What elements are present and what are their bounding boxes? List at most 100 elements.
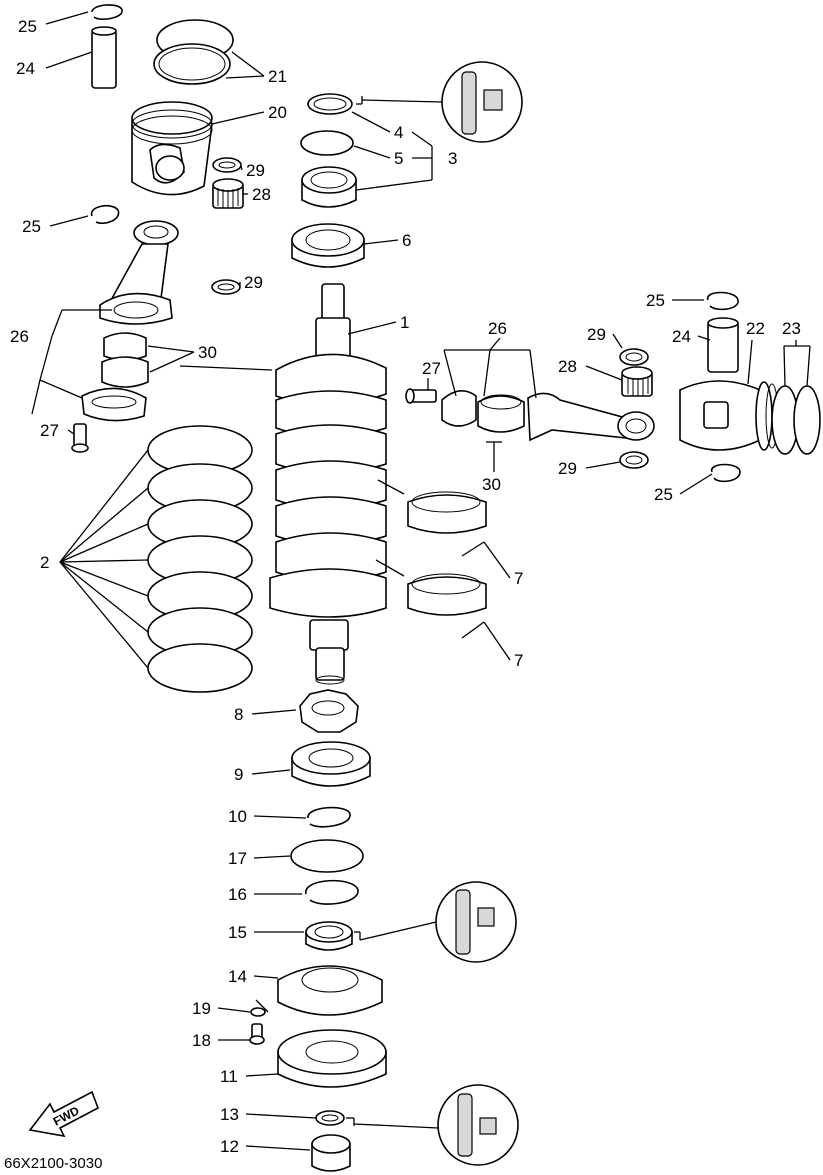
- bearing-7-upper: [407, 491, 487, 534]
- piston-22: [679, 380, 779, 451]
- detail-callout-top: [441, 61, 523, 143]
- part-label-22: 22: [746, 319, 765, 338]
- leader-line-13: [245, 1113, 317, 1119]
- leader-line-7: [483, 621, 511, 661]
- leader-line-detail-top: [361, 99, 443, 103]
- leader-line-11: [245, 1073, 279, 1077]
- part-label-9: 9: [234, 765, 243, 784]
- leader-line-26: [529, 349, 537, 399]
- leader-line-6: [363, 239, 399, 245]
- leader-line-26: [51, 309, 63, 337]
- connecting-rod-right: [527, 392, 655, 442]
- part-label-24: 24: [16, 59, 35, 78]
- needle-bearing-28-b: [621, 366, 653, 397]
- leader-line-28: [585, 365, 623, 381]
- leader-line-7: [375, 559, 405, 577]
- part-label-18: 18: [192, 1031, 211, 1050]
- leader-line-3: [411, 131, 433, 147]
- part-label-21: 21: [268, 67, 287, 86]
- leader-line-7: [461, 621, 485, 639]
- piston-rings-23: [771, 385, 821, 455]
- washer-29-b: [211, 279, 241, 295]
- leader-line-21: [231, 51, 265, 77]
- circlip-16: [305, 879, 359, 905]
- washer-19: [250, 1007, 266, 1017]
- part-label-25: 25: [18, 17, 37, 36]
- leader-line-7: [377, 479, 405, 495]
- leader-line-8: [251, 709, 297, 715]
- part-label-25: 25: [654, 485, 673, 504]
- part-label-27: 27: [40, 421, 59, 440]
- leader-line-30: [179, 365, 273, 371]
- leader-line-2: [59, 561, 149, 669]
- leader-line-12: [245, 1145, 311, 1151]
- fwd-arrow-icon: [28, 1090, 99, 1138]
- part-label-10: 10: [228, 807, 247, 826]
- bearing-housing-14: [277, 965, 383, 1016]
- bearing-7-lower: [407, 573, 487, 616]
- part-label-20: 20: [268, 103, 287, 122]
- leader-line-26: [39, 379, 83, 399]
- leader-line-4: [351, 111, 391, 133]
- o-ring-17: [290, 839, 364, 873]
- leader-line-25: [49, 215, 89, 227]
- bearing-11: [277, 1029, 387, 1088]
- part-label-8: 8: [234, 705, 243, 724]
- part-label-7: 7: [514, 651, 523, 670]
- part-label-17: 17: [228, 849, 247, 868]
- circlip-25-top: [91, 4, 123, 20]
- part-label-26: 26: [10, 327, 29, 346]
- leader-line-21: [225, 75, 265, 79]
- part-label-11: 11: [220, 1067, 238, 1086]
- part-label-14: 14: [228, 967, 247, 986]
- part-label-16: 16: [228, 885, 247, 904]
- leader-line-2: [59, 561, 149, 633]
- part-label-19: 19: [192, 999, 211, 1018]
- leader-line-25: [679, 473, 713, 495]
- crankshaft-1: [269, 283, 387, 685]
- leader-line-1: [347, 321, 397, 335]
- leader-line-7: [483, 541, 511, 579]
- leader-line-27: [67, 429, 75, 435]
- part-label-15: 15: [228, 923, 247, 942]
- seal-rings-2: [147, 425, 253, 693]
- detail-callout-middle: [435, 881, 517, 963]
- leader-line-3: [355, 179, 433, 191]
- part-label-28: 28: [558, 357, 577, 376]
- bearing-9: [291, 741, 371, 787]
- part-label-30: 30: [198, 343, 217, 362]
- part-label-28: 28: [252, 185, 271, 204]
- piston-20: [131, 101, 213, 196]
- leader-line-30: [149, 351, 195, 373]
- needle-bearing-28-a: [212, 178, 244, 209]
- part-label-1: 1: [400, 313, 409, 332]
- leader-line-23: [806, 345, 811, 387]
- circlip-25-right-top: [707, 291, 739, 311]
- nut-12: [311, 1134, 351, 1172]
- bearing-housing-3: [301, 166, 357, 208]
- part-label-3: 3: [448, 149, 457, 168]
- part-label-4: 4: [394, 123, 403, 142]
- rod-cap-right: [441, 390, 477, 427]
- circlip-25-right-bottom: [711, 463, 741, 483]
- circlip-25-left: [90, 204, 120, 225]
- leader-line-29: [585, 461, 621, 469]
- part-label-7: 7: [514, 569, 523, 588]
- part-label-23: 23: [782, 319, 801, 338]
- part-label-5: 5: [394, 149, 403, 168]
- leader-line-2: [59, 523, 149, 563]
- part-label-29: 29: [244, 273, 263, 292]
- piston-pin-24-right: [707, 317, 739, 373]
- part-label-25: 25: [22, 217, 41, 236]
- leader-line-26: [443, 349, 457, 397]
- bolt-18: [249, 1023, 265, 1045]
- part-label-30: 30: [482, 475, 501, 494]
- part-label-29: 29: [587, 325, 606, 344]
- part-label-2: 2: [40, 553, 49, 572]
- bearing-30-left: [101, 332, 149, 388]
- leader-line-30: [147, 345, 195, 353]
- leader-line-2: [59, 559, 149, 563]
